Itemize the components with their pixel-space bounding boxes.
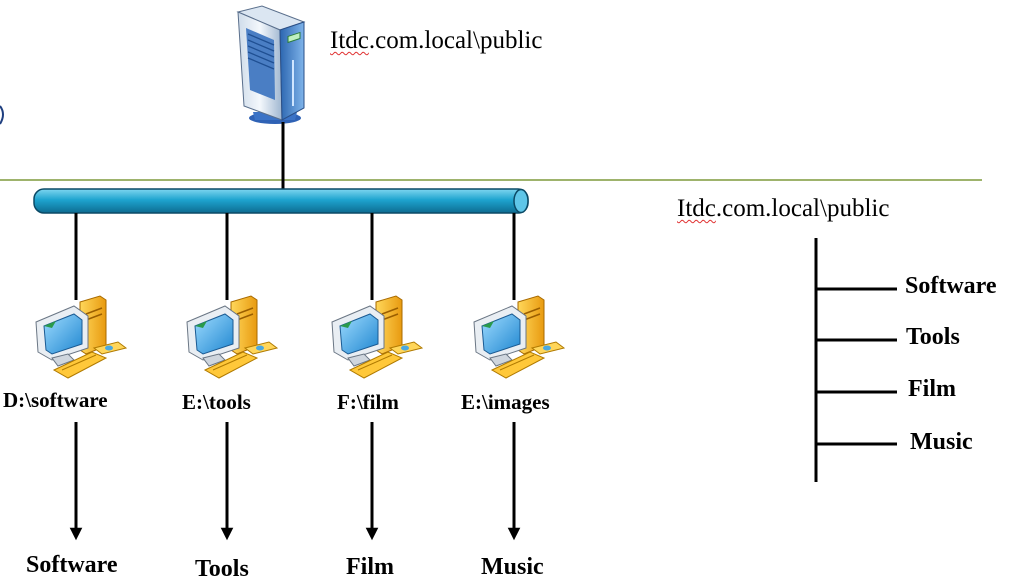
tree-item-film: Film — [908, 376, 956, 402]
tree-item-software: Software — [905, 273, 997, 299]
server-path-prefix: Itdc — [330, 27, 369, 54]
edge-arc — [0, 105, 4, 125]
tree-item-music: Music — [910, 429, 973, 455]
tree-root-rest: .com.local\public — [715, 195, 890, 222]
share-label-tools: E:\tools — [182, 390, 251, 414]
desktop-computer-icon — [186, 295, 279, 379]
tree-root-label: Itdc.com.local\public — [677, 195, 889, 223]
server-path-label: Itdc.com.local\public — [330, 27, 542, 55]
desktop-computer-icon — [331, 295, 424, 379]
folder-label-software: Software — [26, 552, 118, 578]
share-label-software: D:\software — [3, 388, 108, 412]
desktop-computer-icon — [35, 295, 128, 379]
tree-root-prefix: Itdc — [677, 195, 716, 222]
folder-label-music: Music — [481, 554, 544, 580]
server-path-rest: .com.local\public — [368, 27, 543, 54]
folder-tree — [814, 238, 897, 482]
network-bus — [33, 188, 529, 214]
folder-label-film: Film — [346, 554, 394, 580]
tree-item-tools: Tools — [906, 324, 960, 350]
folder-label-tools: Tools — [195, 556, 249, 582]
share-label-film: F:\film — [337, 390, 399, 414]
share-label-images: E:\images — [461, 390, 550, 414]
desktop-computer-icon — [473, 295, 566, 379]
server-tower-icon — [236, 5, 306, 124]
